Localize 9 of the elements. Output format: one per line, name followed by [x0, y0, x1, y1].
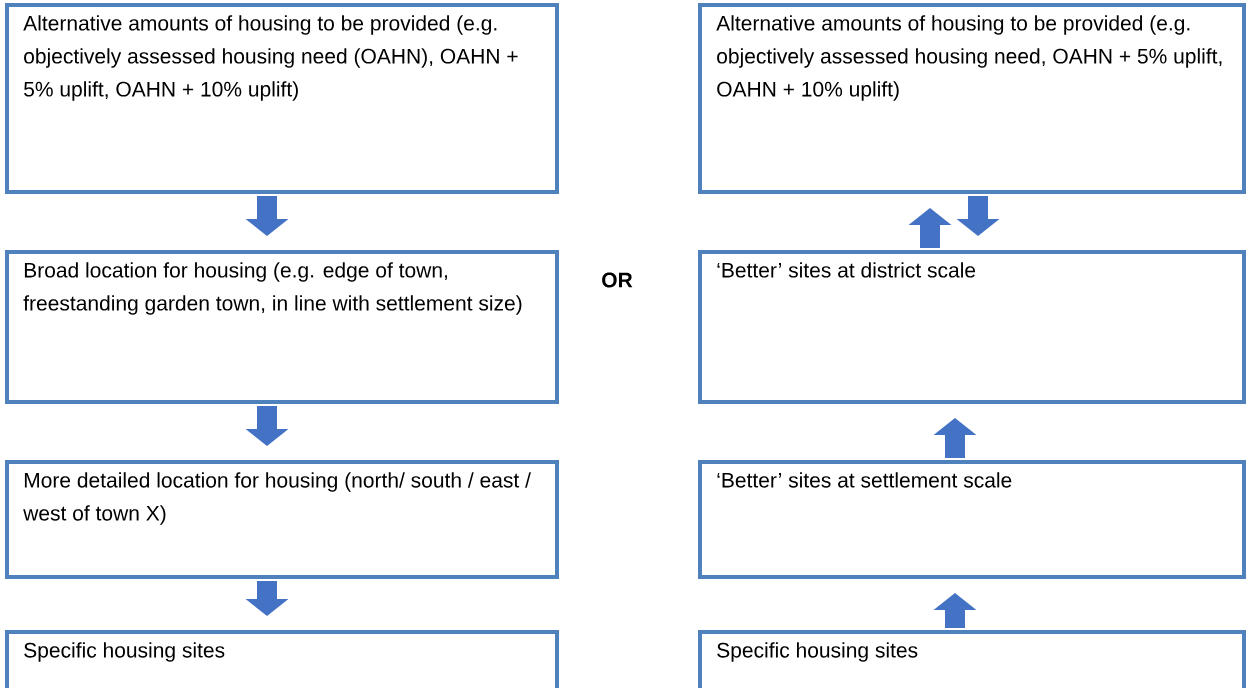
text-box: Specific housing sites — [698, 630, 1246, 688]
text-box: ‘Better’ sites at district scale — [698, 250, 1246, 404]
or-label: OR — [602, 272, 633, 288]
text-box: Alternative amounts of housing to be provided (e.g. objectively assessed housing need (OAHN), OAHN + 5% uplift, OAHN + 10% uplift) — [5, 3, 559, 194]
text-box: ‘Better’ sites at settlement scale — [698, 460, 1246, 579]
text-box: Broad location for housing (e.g. edge of town, freestanding garden town, in line with settlement size) — [5, 250, 559, 404]
text-box: Specific housing sites — [5, 630, 559, 688]
text-box: More detailed location for housing (north/ south / east / west of town X) — [5, 460, 559, 579]
text-box: Alternative amounts of housing to be provided (e.g. objectively assessed housing need, OAHN + 5% uplift, OAHN + 10% uplift) — [698, 3, 1246, 194]
